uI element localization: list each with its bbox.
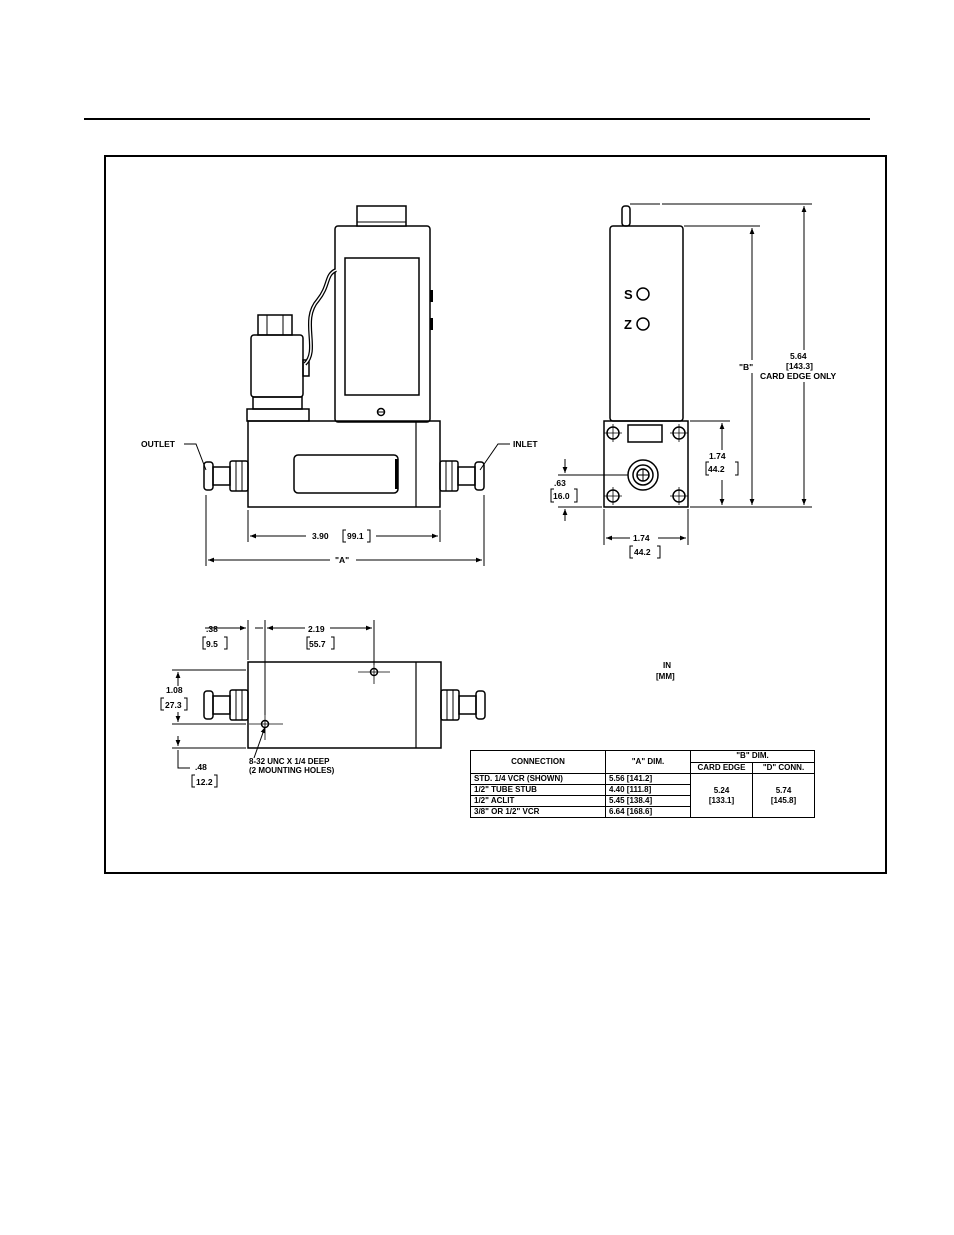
dim-height-note: CARD EDGE ONLY <box>760 371 837 381</box>
span-pot-icon <box>636 287 650 301</box>
row-connection: STD. 1/4 VCR (SHOWN) <box>470 773 606 785</box>
d-conn-cell: 5.74 [145.8] <box>752 773 815 818</box>
drawing-frame <box>104 155 887 874</box>
dim-height-mm: [143.3] <box>786 361 813 371</box>
header-b-dim: "B" DIM. <box>690 750 815 763</box>
top-connector <box>356 205 407 227</box>
end-label-plate <box>627 424 663 443</box>
side-view <box>184 205 510 566</box>
dim-port-mm: 16.0 <box>553 491 570 501</box>
header-a-dim: "A" DIM. <box>605 750 691 774</box>
dim-b: "B" <box>739 362 753 372</box>
card-edge-mm: [133.1] <box>708 795 735 805</box>
dim-overall-a: "A" <box>335 555 349 565</box>
end-flange <box>603 420 689 508</box>
dim-body-length-mm: 99.1 <box>347 531 364 541</box>
hole-note-line-1: 8-32 UNC X 1/4 DEEP <box>249 757 330 766</box>
dim-height: 5.64 <box>790 351 807 361</box>
dim-edge: .48 <box>195 762 207 772</box>
row-a-dim: 5.56 [141.2] <box>605 773 691 785</box>
dim-bolt-v-mm: 44.2 <box>708 464 725 474</box>
s-label: S <box>624 287 633 302</box>
bolt-holes <box>604 424 688 505</box>
row-a-dim: 5.45 [138.4] <box>605 795 691 807</box>
d-conn-mm: [145.8] <box>770 795 797 805</box>
outlet-label: OUTLET <box>141 439 176 449</box>
dim-width-mm: 27.3 <box>165 700 182 710</box>
row-connection: 3/8" OR 1/2" VCR <box>470 806 606 818</box>
header-card-edge: CARD EDGE <box>690 761 753 774</box>
header-rule <box>84 118 870 120</box>
d-conn-value: 5.74 <box>775 785 792 795</box>
z-label: Z <box>624 317 632 332</box>
row-connection: 1/2" ACLIT <box>470 795 606 807</box>
row-a-dim: 6.64 [168.6] <box>605 806 691 818</box>
dim-offset-mm: 9.5 <box>206 639 218 649</box>
connection-table: CONNECTION "A" DIM. "B" DIM. CARD EDGE "… <box>470 750 815 818</box>
header-d-conn: "D" CONN. <box>752 761 815 774</box>
bottom-body <box>247 661 442 749</box>
dim-body-length: 3.90 <box>312 531 329 541</box>
dim-bolt-h-mm: 44.2 <box>634 547 651 557</box>
dim-width: 1.08 <box>166 685 183 695</box>
end-view <box>550 203 812 559</box>
valve-base <box>252 396 303 410</box>
dim-bolt-v: 1.74 <box>709 451 726 461</box>
inlet-fitting <box>439 460 485 492</box>
units-mm: [MM] <box>656 672 675 681</box>
dim-bolt-h: 1.74 <box>633 533 650 543</box>
solenoid-coil <box>250 334 304 398</box>
bottom-outlet-fitting <box>203 689 249 721</box>
bottom-inlet-fitting <box>440 689 486 721</box>
dim-edge-mm: 12.2 <box>196 777 213 787</box>
bottom-view <box>160 620 486 788</box>
outlet-fitting <box>203 460 249 492</box>
inlet-label: INLET <box>513 439 538 449</box>
units-inches: IN <box>663 661 671 670</box>
dim-spacing-mm: 55.7 <box>309 639 326 649</box>
card-edge-tab <box>621 205 631 227</box>
row-a-dim: 4.40 [111.8] <box>605 784 691 796</box>
end-housing <box>609 225 684 422</box>
body-nameplate <box>293 454 399 494</box>
zero-pot-icon <box>636 317 650 331</box>
valve-nut <box>257 314 293 336</box>
dim-offset: .38 <box>206 624 218 634</box>
display-window <box>344 257 420 396</box>
dim-spacing: 2.19 <box>308 624 325 634</box>
electronics-housing <box>334 225 431 423</box>
dim-port: .63 <box>554 478 566 488</box>
flow-body <box>247 420 441 508</box>
card-edge-cell: 5.24 [133.1] <box>690 773 753 818</box>
header-connection: CONNECTION <box>470 750 606 774</box>
hole-note-line-2: (2 MOUNTING HOLES) <box>249 766 335 775</box>
row-connection: 1/2" TUBE STUB <box>470 784 606 796</box>
card-edge-value: 5.24 <box>713 785 730 795</box>
